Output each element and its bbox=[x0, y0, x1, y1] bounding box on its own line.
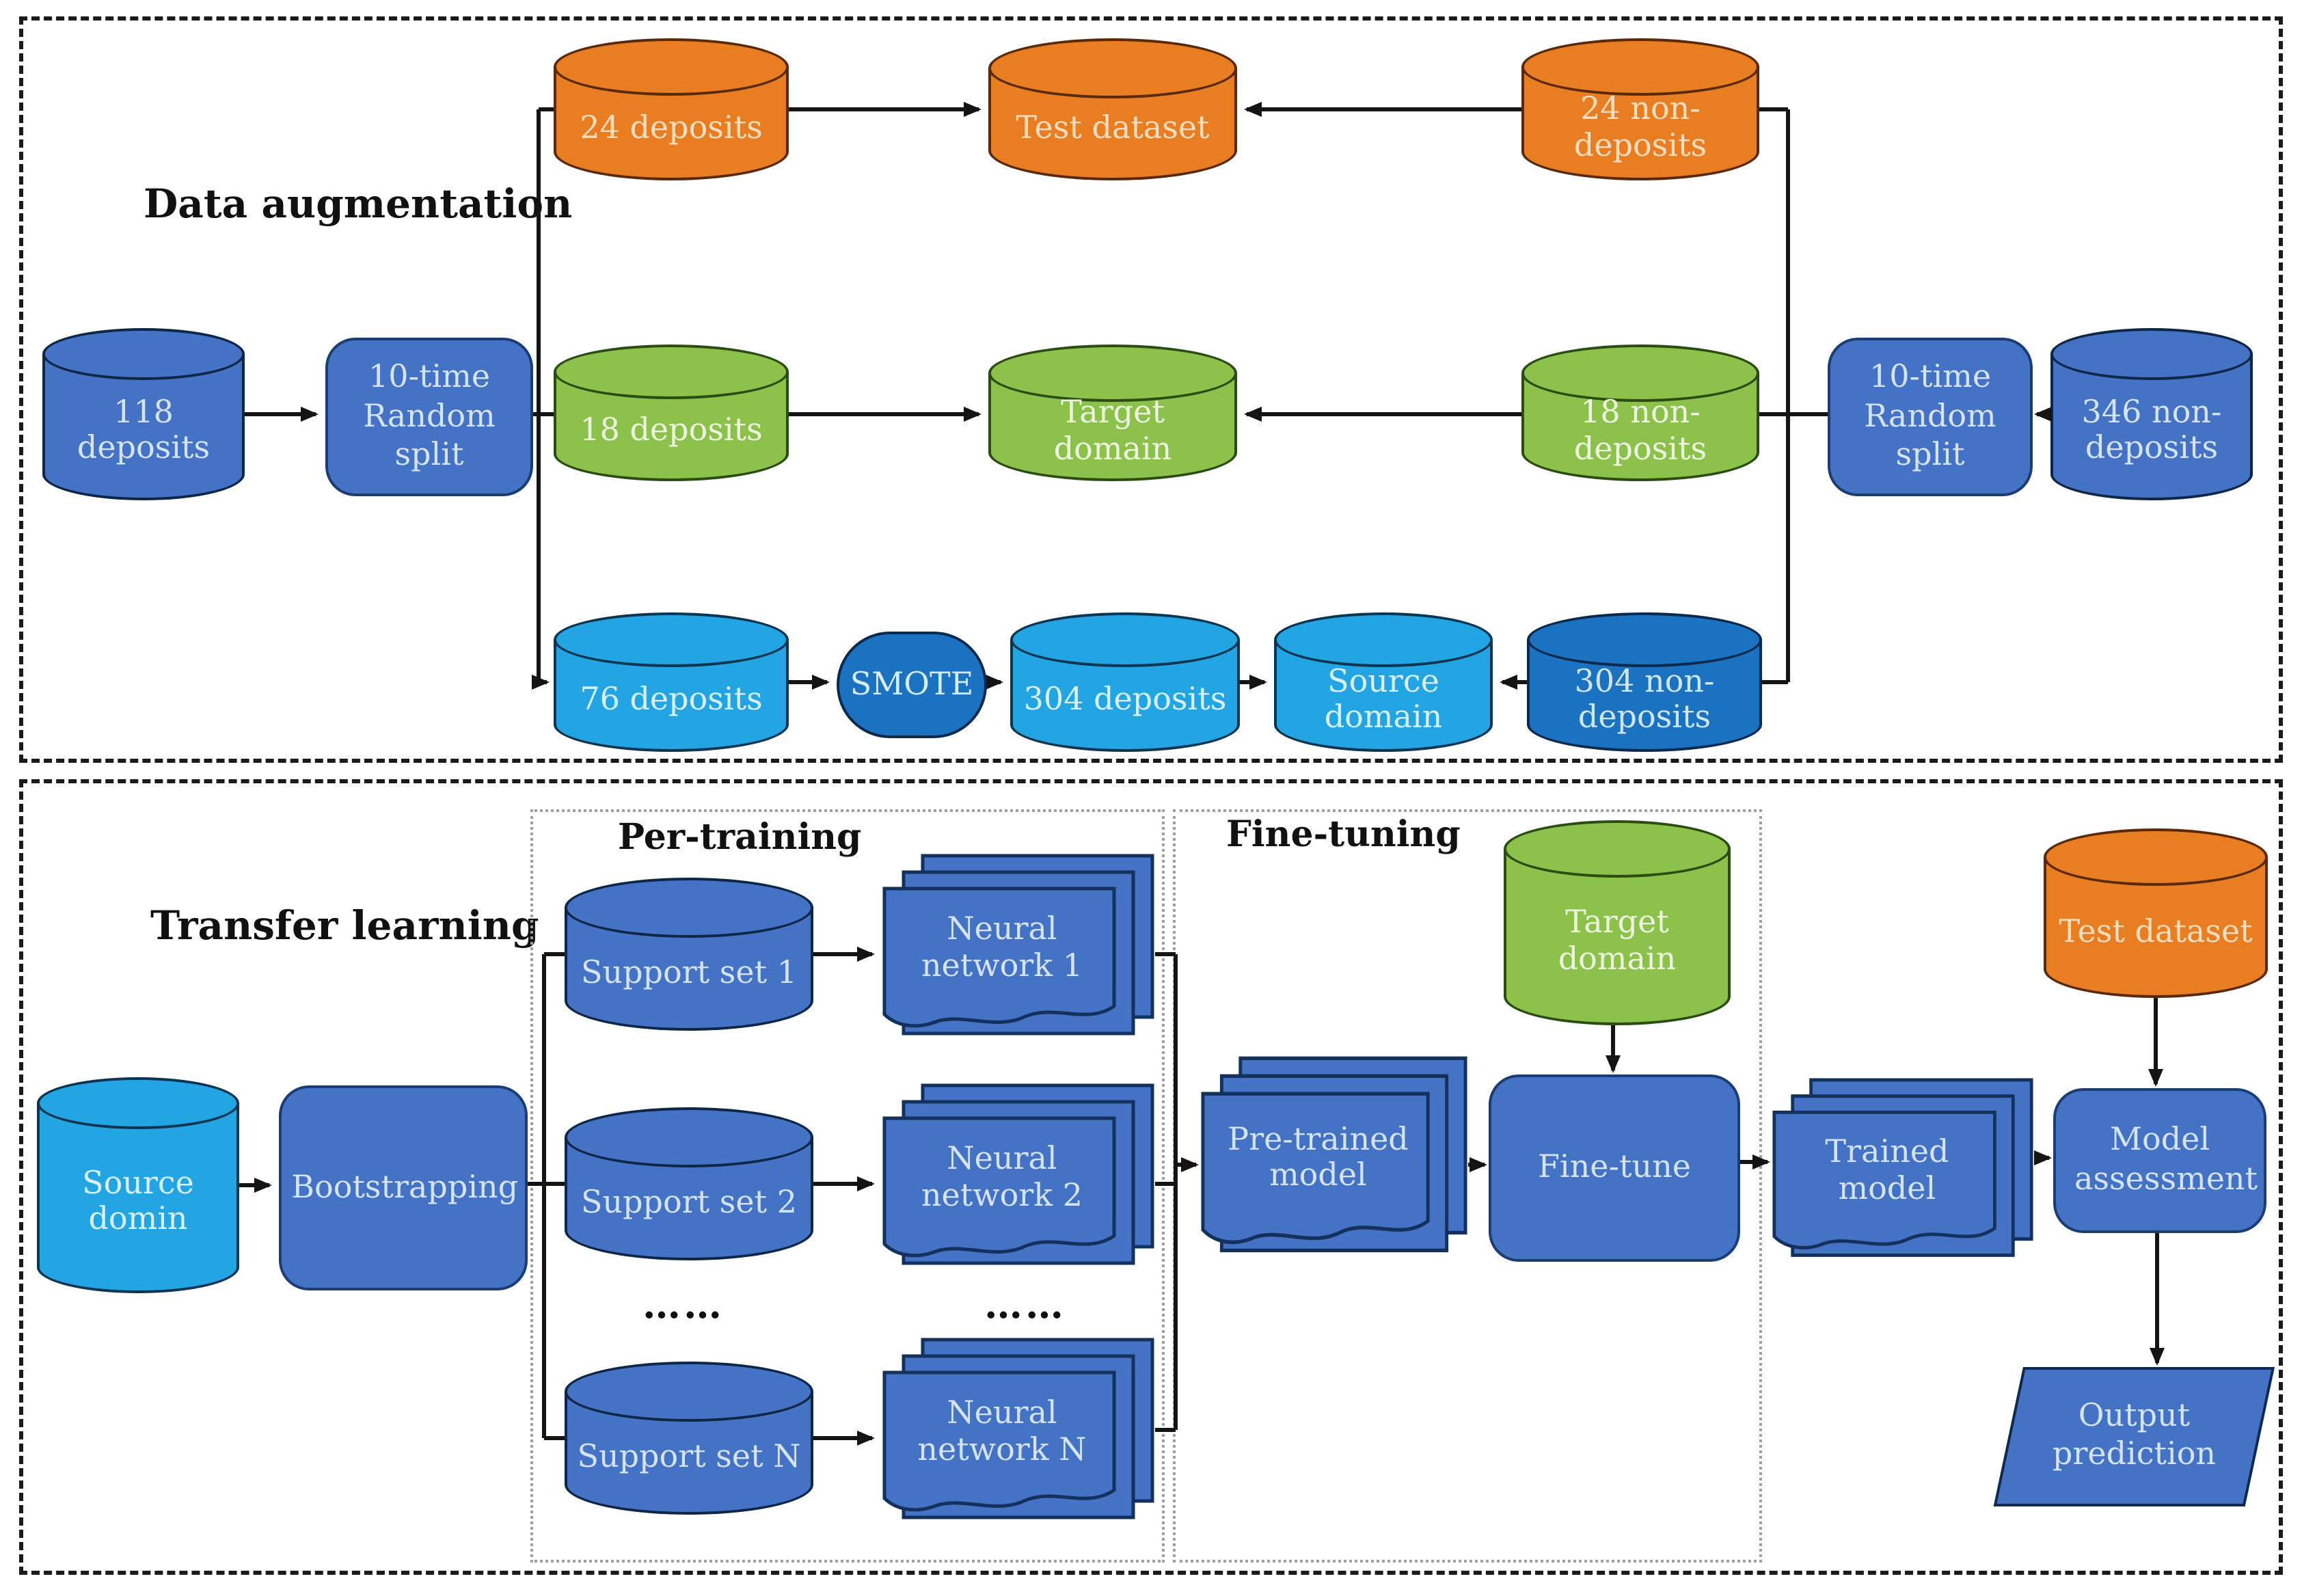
cylinder-source-domain-label: Source domain bbox=[1324, 664, 1443, 735]
neural-network-1-label: Neural network 1 bbox=[921, 912, 1083, 984]
cylinder-support-set-2: Support set 2 bbox=[565, 1107, 813, 1260]
transfer-learning-title: Transfer learning bbox=[150, 902, 539, 949]
cylinder-118-deposits: 118 deposits bbox=[42, 328, 245, 500]
cylinder-24-deposits: 24 deposits bbox=[554, 38, 789, 180]
cylinder-24-non-deposits: 24 non-deposits bbox=[1521, 38, 1759, 180]
cylinder-target-domain-bottom-label: Target domain bbox=[1558, 905, 1677, 977]
cylinder-304-deposits-label: 304 deposits bbox=[1023, 681, 1227, 718]
cylinder-test-dataset-label: Test dataset bbox=[1016, 111, 1210, 147]
random-split-left-label: 10-time Random split bbox=[363, 359, 496, 474]
cylinder-target-domain: Target domain bbox=[988, 344, 1237, 481]
cylinder-118-deposits-label: 118 deposits bbox=[77, 394, 211, 467]
data-augmentation-section-border bbox=[19, 16, 2283, 763]
pretrained-model-docs: Pre-trained model bbox=[1200, 1055, 1468, 1274]
cylinder-24-non-deposits-label: 24 non-deposits bbox=[1573, 92, 1707, 164]
cylinder-304-deposits: 304 deposits bbox=[1010, 612, 1240, 752]
trained-model-docs: Trained model bbox=[1772, 1077, 2034, 1277]
transfer-learning-section-border bbox=[19, 779, 2283, 1575]
cylinder-test-dataset-bottom: Test dataset bbox=[2044, 828, 2268, 998]
support-set-ellipsis: …… bbox=[642, 1282, 725, 1327]
cylinder-346-non-deposits-label: 346 non-deposits bbox=[2081, 394, 2222, 467]
cylinder-target-domain-label: Target domain bbox=[1053, 395, 1172, 468]
output-prediction-parallelogram: Output prediction bbox=[1993, 1367, 2275, 1506]
neural-network-n-label: Neural network N bbox=[917, 1396, 1087, 1468]
cylinder-support-set-2-label: Support set 2 bbox=[580, 1185, 797, 1221]
cylinder-24-deposits-label: 24 deposits bbox=[580, 110, 763, 146]
random-split-right-label: 10-time Random split bbox=[1864, 359, 1996, 474]
cylinder-source-domain: Source domain bbox=[1274, 612, 1493, 752]
cylinder-support-set-n-label: Support set N bbox=[577, 1439, 801, 1476]
model-assessment-label: Model assessment bbox=[2074, 1122, 2258, 1198]
cylinder-304-non-deposits-label: 304 non-deposits bbox=[1574, 664, 1715, 735]
random-split-right-box: 10-time Random split bbox=[1828, 338, 2033, 496]
neural-network-n-docs: Neural network N bbox=[882, 1337, 1155, 1539]
neural-network-2-docs: Neural network 2 bbox=[882, 1083, 1155, 1285]
neural-network-1-docs: Neural network 1 bbox=[882, 853, 1155, 1055]
pretrained-model-label: Pre-trained model bbox=[1228, 1122, 1409, 1194]
pretraining-label: Per-training bbox=[618, 817, 862, 858]
cylinder-18-deposits: 18 deposits bbox=[554, 344, 789, 481]
cylinder-346-non-deposits: 346 non-deposits bbox=[2050, 328, 2253, 500]
cylinder-source-domin-label: Source domin bbox=[82, 1165, 194, 1238]
cylinder-18-non-deposits: 18 non-deposits bbox=[1521, 344, 1759, 481]
cylinder-18-non-deposits-label: 18 non-deposits bbox=[1573, 395, 1707, 468]
neural-network-ellipsis: …… bbox=[984, 1282, 1066, 1327]
cylinder-support-set-n: Support set N bbox=[565, 1362, 813, 1515]
cylinder-test-dataset: Test dataset bbox=[988, 38, 1237, 180]
cylinder-76-deposits-label: 76 deposits bbox=[580, 681, 763, 718]
finetuning-label: Fine-tuning bbox=[1226, 815, 1461, 856]
trained-model-label: Trained model bbox=[1825, 1135, 1949, 1207]
cylinder-test-dataset-bottom-label: Test dataset bbox=[2059, 914, 2253, 950]
random-split-left-box: 10-time Random split bbox=[325, 338, 533, 496]
cylinder-target-domain-bottom: Target domain bbox=[1504, 820, 1731, 1025]
cylinder-76-deposits: 76 deposits bbox=[554, 612, 789, 752]
cylinder-source-domin: Source domin bbox=[37, 1077, 239, 1293]
model-assessment-box: Model assessment bbox=[2053, 1088, 2266, 1233]
cylinder-support-set-1-label: Support set 1 bbox=[580, 956, 797, 992]
cylinder-top bbox=[42, 328, 245, 380]
cylinder-18-deposits-label: 18 deposits bbox=[580, 412, 763, 448]
smote-label: SMOTE bbox=[850, 667, 974, 703]
smote-box: SMOTE bbox=[837, 632, 987, 738]
data-augmentation-title: Data augmentation bbox=[144, 180, 573, 227]
cylinder-support-set-1: Support set 1 bbox=[565, 878, 813, 1031]
cylinder-304-non-deposits: 304 non-deposits bbox=[1527, 612, 1762, 752]
bootstrapping-label: Bootstrapping bbox=[291, 1169, 519, 1206]
neural-network-2-label: Neural network 2 bbox=[921, 1141, 1083, 1214]
output-prediction-label: Output prediction bbox=[2052, 1398, 2216, 1472]
bootstrapping-box: Bootstrapping bbox=[279, 1085, 528, 1290]
fine-tune-label: Fine-tune bbox=[1538, 1150, 1691, 1186]
fine-tune-box: Fine-tune bbox=[1489, 1074, 1740, 1262]
